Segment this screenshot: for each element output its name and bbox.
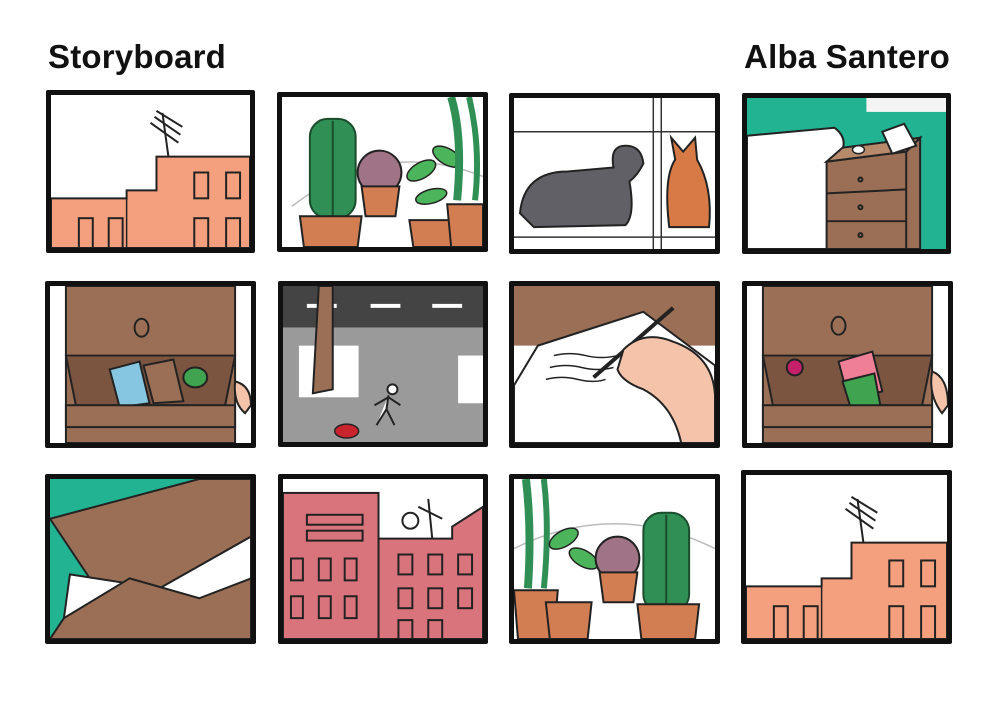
panel-1-building-antenna [46,90,255,253]
storyboard-title: Storyboard [48,38,227,75]
panel-9-drawer-closeup [45,474,256,644]
panel-2-potted-plants [277,92,488,252]
author-name: Alba Santero [744,38,950,75]
panel-10-pink-buildings [278,474,488,644]
panel-3-dog-and-cat [509,93,720,254]
panel-6-street-person-dog [278,281,488,447]
panel-7-hand-writing [509,281,720,448]
panel-11-potted-plants-window [509,474,720,644]
panel-5-open-drawer-hand [45,281,256,448]
panel-8-drawer-colored-items [742,281,953,448]
panel-12-building-antenna [741,470,952,644]
panel-4-dresser [742,93,951,254]
